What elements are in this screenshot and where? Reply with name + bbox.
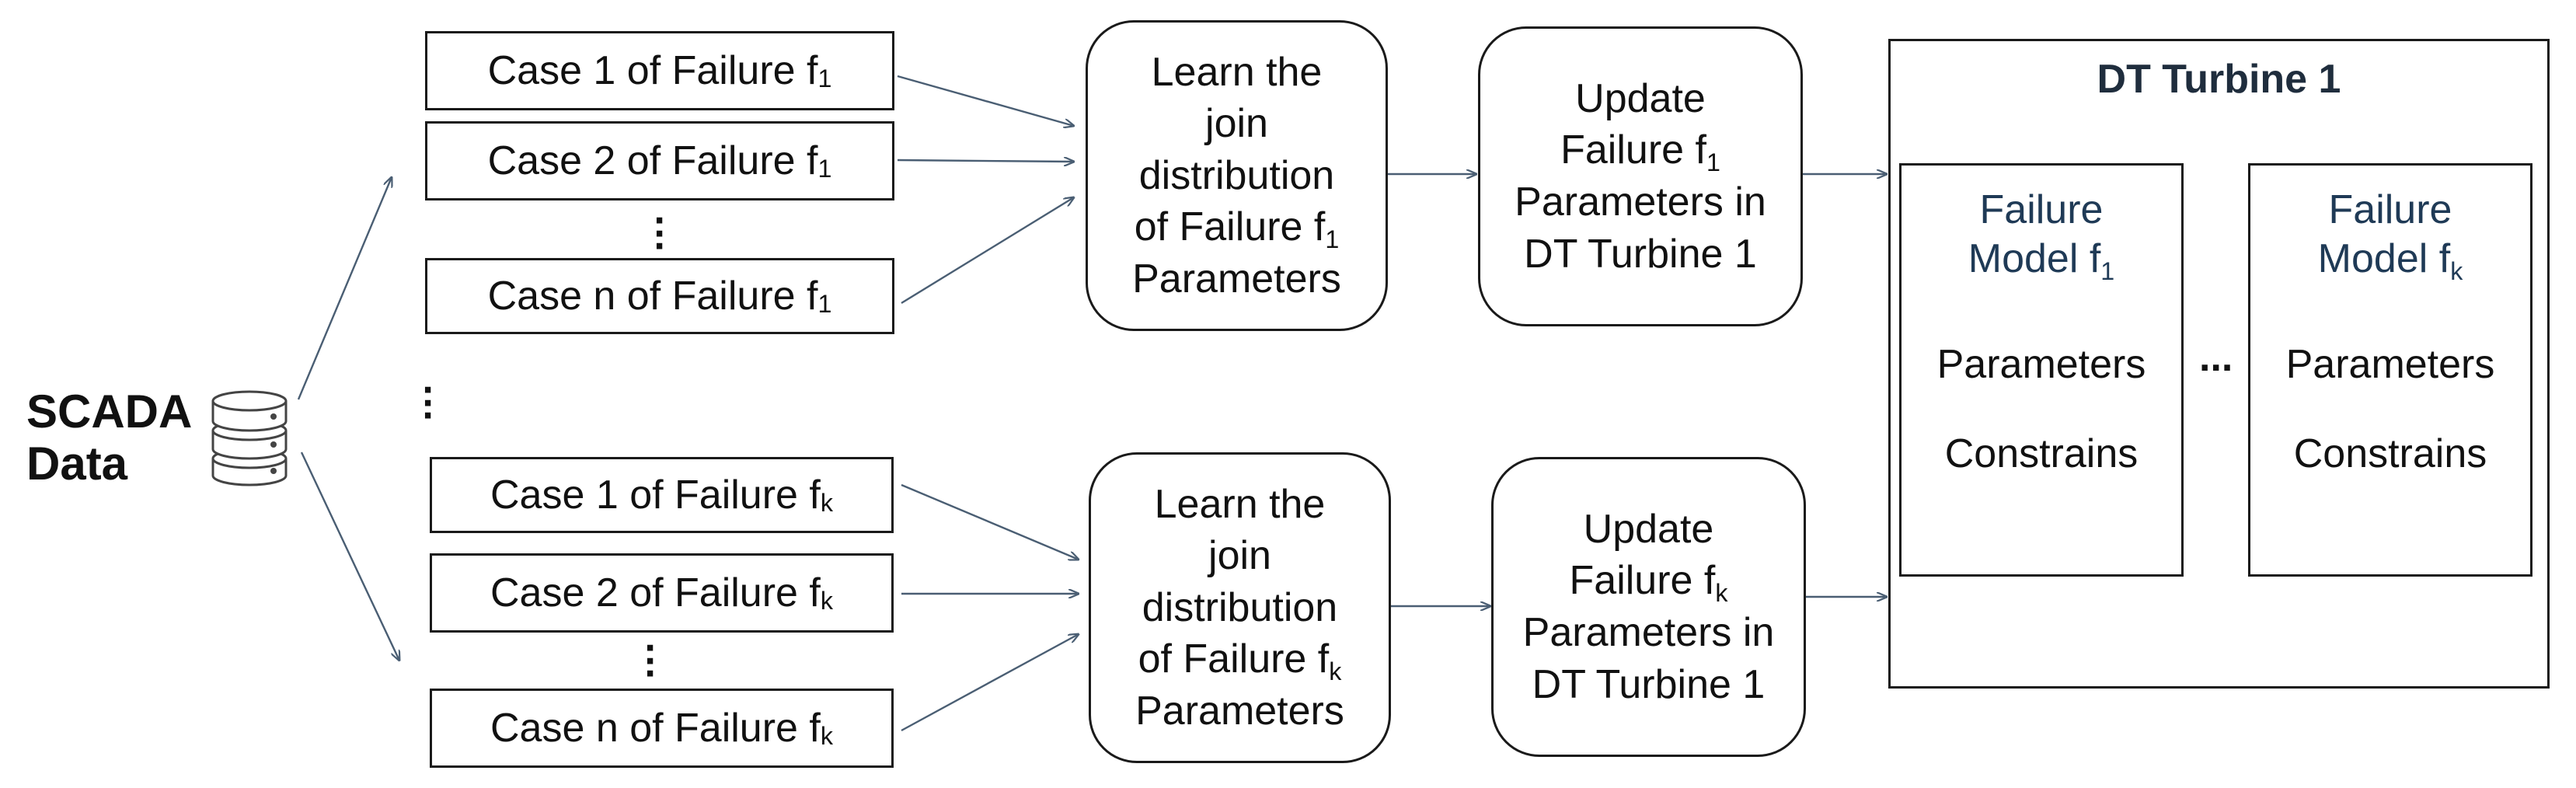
database-icon	[211, 390, 288, 486]
arrow-case2-f1-to-learn	[897, 160, 1074, 162]
models-ellipsis: ...	[2199, 335, 2233, 380]
learn-f1-line4-sub: 1	[1325, 225, 1340, 253]
arrow-source-to-group1	[297, 177, 392, 400]
update-fk-line1: Update	[1583, 506, 1714, 552]
case-2-f1-text: Case 2 of Failure f	[487, 138, 818, 183]
scada-label-line1: SCADA	[26, 385, 193, 438]
learn-f1-line4: of Failure f	[1134, 204, 1326, 250]
dt-turbine-container	[1888, 39, 2550, 689]
model-fk-line1: Failure	[2328, 187, 2452, 232]
learn-distribution-f1: Learn the join distribution of Failure f…	[1086, 20, 1388, 331]
learn-fk-line5: Parameters	[1135, 688, 1344, 734]
update-f1-line2: Failure f	[1560, 127, 1706, 173]
update-f1-line2-sub: 1	[1706, 148, 1720, 177]
case-n-fk-text: Case n of Failure f	[490, 705, 821, 751]
model-f1-sub: 1	[2100, 257, 2115, 286]
vertical-ellipsis-fk: ···	[644, 626, 658, 697]
arrow-case1-f1-to-learn	[897, 75, 1074, 126]
arrow-case1-fk-to-learn	[901, 483, 1079, 560]
arrow-casen-fk-to-learn	[901, 634, 1079, 732]
learn-fk-line1: Learn the	[1154, 481, 1326, 527]
learn-f1-line2: join	[1205, 101, 1268, 147]
learn-fk-line3: distribution	[1142, 584, 1338, 630]
update-failure-fk: Update Failure fk Parameters in DT Turbi…	[1491, 457, 1806, 757]
update-f1-line4: DT Turbine 1	[1524, 231, 1757, 277]
model-f1-line2: Model f	[1968, 236, 2101, 282]
model-fk-parameters: Parameters	[2285, 341, 2495, 387]
vertical-ellipsis-f1: ···	[654, 198, 668, 270]
learn-fk-line2: join	[1208, 533, 1271, 579]
learn-f1-line1: Learn the	[1151, 49, 1323, 95]
update-fk-line3: Parameters in	[1522, 610, 1775, 655]
failure-model-fk: Failure Model fk Parameters Constrains	[2248, 163, 2532, 577]
arrow-casen-f1-to-learn	[901, 197, 1074, 305]
learn-fk-line4: of Failure f	[1138, 636, 1330, 682]
dt-turbine-title: DT Turbine 1	[2097, 57, 2341, 102]
vertical-ellipsis-groups: ···	[422, 368, 436, 439]
model-f1-constraints: Constrains	[1944, 431, 2139, 477]
learn-fk-line4-sub: k	[1329, 657, 1342, 685]
update-f1-line3: Parameters in	[1515, 180, 1766, 225]
arrow-source-to-groupk	[300, 452, 399, 661]
model-fk-line2: Model f	[2317, 236, 2451, 282]
update-fk-line4: DT Turbine 1	[1532, 661, 1766, 707]
learn-f1-line3: distribution	[1138, 152, 1335, 198]
model-f1-line1: Failure	[1979, 187, 2104, 232]
scada-label-line2: Data	[26, 438, 128, 490]
model-f1-parameters: Parameters	[1936, 341, 2146, 387]
update-fk-line2: Failure f	[1569, 558, 1716, 604]
scada-data-label: SCADA Data	[26, 385, 192, 490]
failure-model-f1: Failure Model f1 Parameters Constrains	[1899, 163, 2184, 577]
update-f1-line1: Update	[1575, 75, 1706, 121]
model-fk-constraints: Constrains	[2293, 431, 2487, 477]
update-fk-line2-sub: k	[1715, 579, 1728, 608]
case-1-f1-text: Case 1 of Failure f	[487, 47, 818, 93]
learn-distribution-fk: Learn the join distribution of Failure f…	[1089, 452, 1391, 763]
learn-f1-line5: Parameters	[1132, 256, 1341, 302]
case-n-f1-text: Case n of Failure f	[487, 273, 818, 319]
case-2-fk-text: Case 2 of Failure f	[490, 570, 821, 615]
update-failure-f1: Update Failure f1 Parameters in DT Turbi…	[1478, 26, 1803, 326]
model-fk-sub: k	[2450, 257, 2463, 286]
case-1-fk-text: Case 1 of Failure f	[490, 472, 821, 518]
